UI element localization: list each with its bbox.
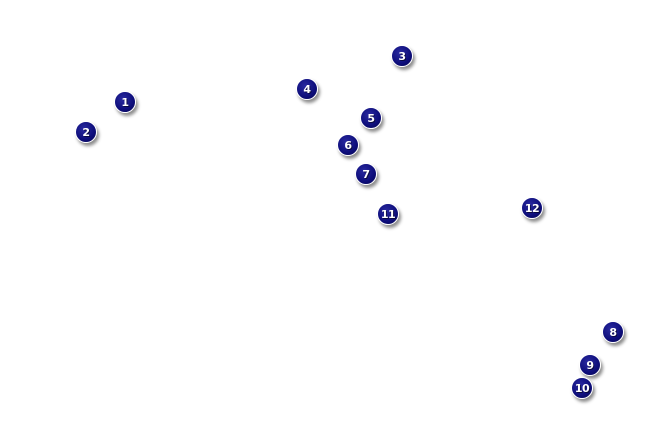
map-marker-5[interactable]: 5 bbox=[360, 107, 382, 129]
map-marker-12[interactable]: 12 bbox=[521, 197, 543, 219]
marker-label: 4 bbox=[303, 82, 311, 96]
map-marker-2[interactable]: 2 bbox=[75, 121, 97, 143]
marker-label: 5 bbox=[367, 111, 375, 125]
map-marker-7[interactable]: 7 bbox=[355, 163, 377, 185]
marker-label: 3 bbox=[398, 49, 406, 63]
map-marker-6[interactable]: 6 bbox=[337, 134, 359, 156]
marker-label: 2 bbox=[82, 125, 90, 139]
map-marker-9[interactable]: 9 bbox=[579, 354, 601, 376]
marker-label: 12 bbox=[524, 201, 540, 215]
map-marker-1[interactable]: 1 bbox=[114, 91, 136, 113]
marker-label: 7 bbox=[362, 167, 370, 181]
marker-label: 10 bbox=[574, 381, 590, 395]
map-marker-3[interactable]: 3 bbox=[391, 45, 413, 67]
marker-label: 6 bbox=[344, 138, 352, 152]
marker-label: 1 bbox=[121, 95, 129, 109]
map-marker-4[interactable]: 4 bbox=[296, 78, 318, 100]
map-marker-10[interactable]: 10 bbox=[571, 377, 593, 399]
marker-label: 11 bbox=[380, 207, 396, 221]
map-marker-11[interactable]: 11 bbox=[377, 203, 399, 225]
marker-label: 8 bbox=[609, 325, 617, 339]
map-marker-8[interactable]: 8 bbox=[602, 321, 624, 343]
marker-label: 9 bbox=[586, 358, 594, 372]
